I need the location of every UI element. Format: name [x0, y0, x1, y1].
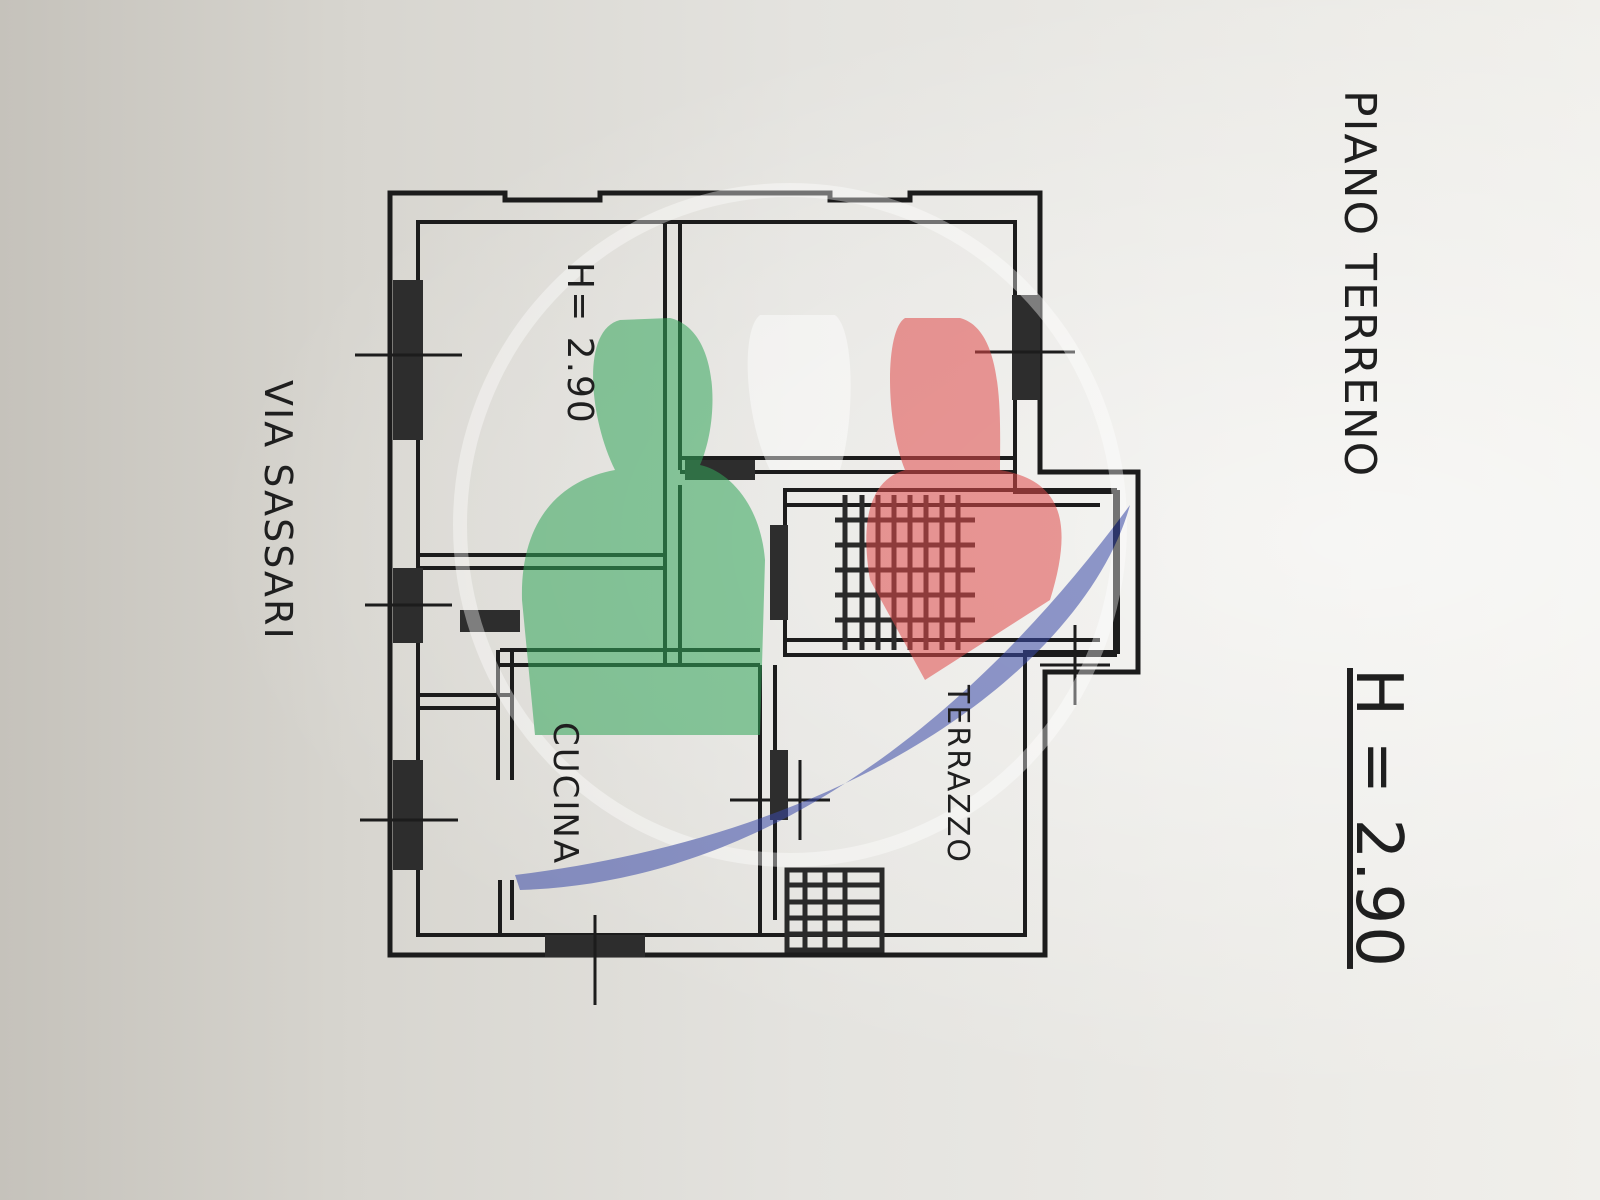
terrace-label: TERRAZZO	[940, 685, 975, 864]
watermark-logo	[453, 183, 1130, 890]
kitchen-label: CUCINA	[545, 722, 585, 866]
height-main-label: H = 2.90	[1341, 668, 1415, 969]
windows	[393, 280, 1040, 957]
floor-title: PIANO TERRENO	[1334, 90, 1385, 479]
street-label: VIA SASSARI	[256, 380, 300, 641]
terrace-steps	[784, 867, 885, 953]
room-height-label: H= 2.90	[559, 262, 600, 425]
